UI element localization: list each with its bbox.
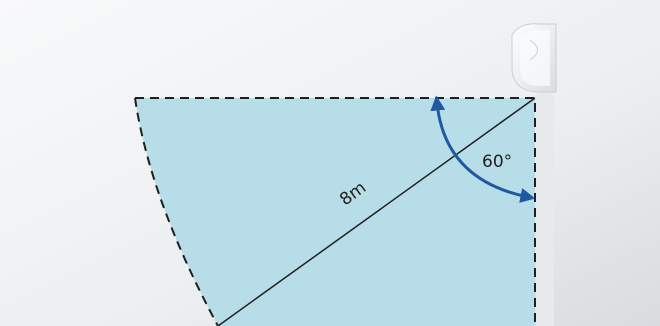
wall xyxy=(536,30,554,326)
coverage-zone-border xyxy=(134,97,536,326)
angle-arrow-icon xyxy=(430,95,536,203)
angle-label: 60° xyxy=(482,152,512,172)
wall-mounted-sensor-icon xyxy=(511,23,557,93)
